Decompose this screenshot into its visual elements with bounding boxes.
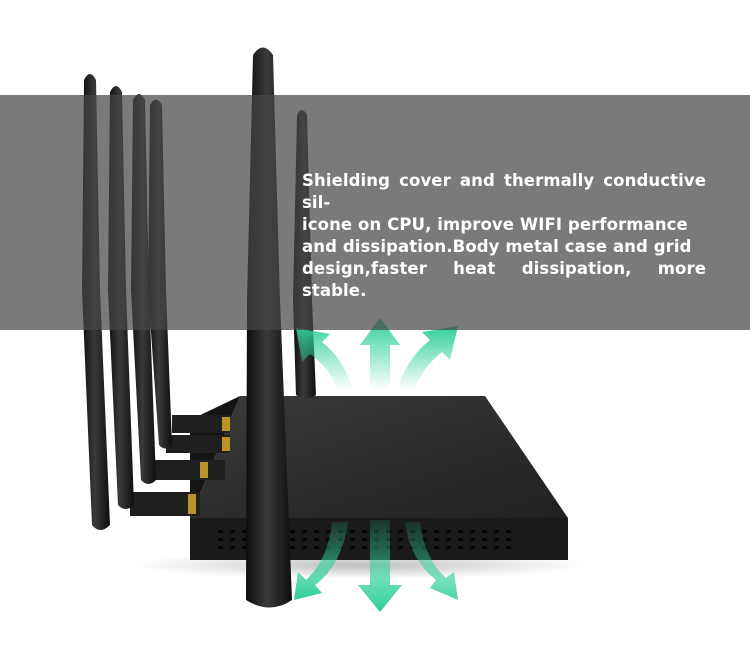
airflow-arrows-top [296,318,458,390]
caption-line: design,faster heat dissipation, more sta… [302,259,706,300]
airflow-arrows-bottom [294,520,458,612]
caption-banner [0,95,750,330]
feature-caption: Shielding cover and thermally conductive… [302,170,706,302]
caption-line: and dissipation.Body metal case and grid [302,237,692,256]
antenna-connectors [130,415,230,516]
caption-line: icone on CPU, improve WIFI performance [302,215,688,234]
caption-line: Shielding cover and thermally conductive… [302,171,706,212]
